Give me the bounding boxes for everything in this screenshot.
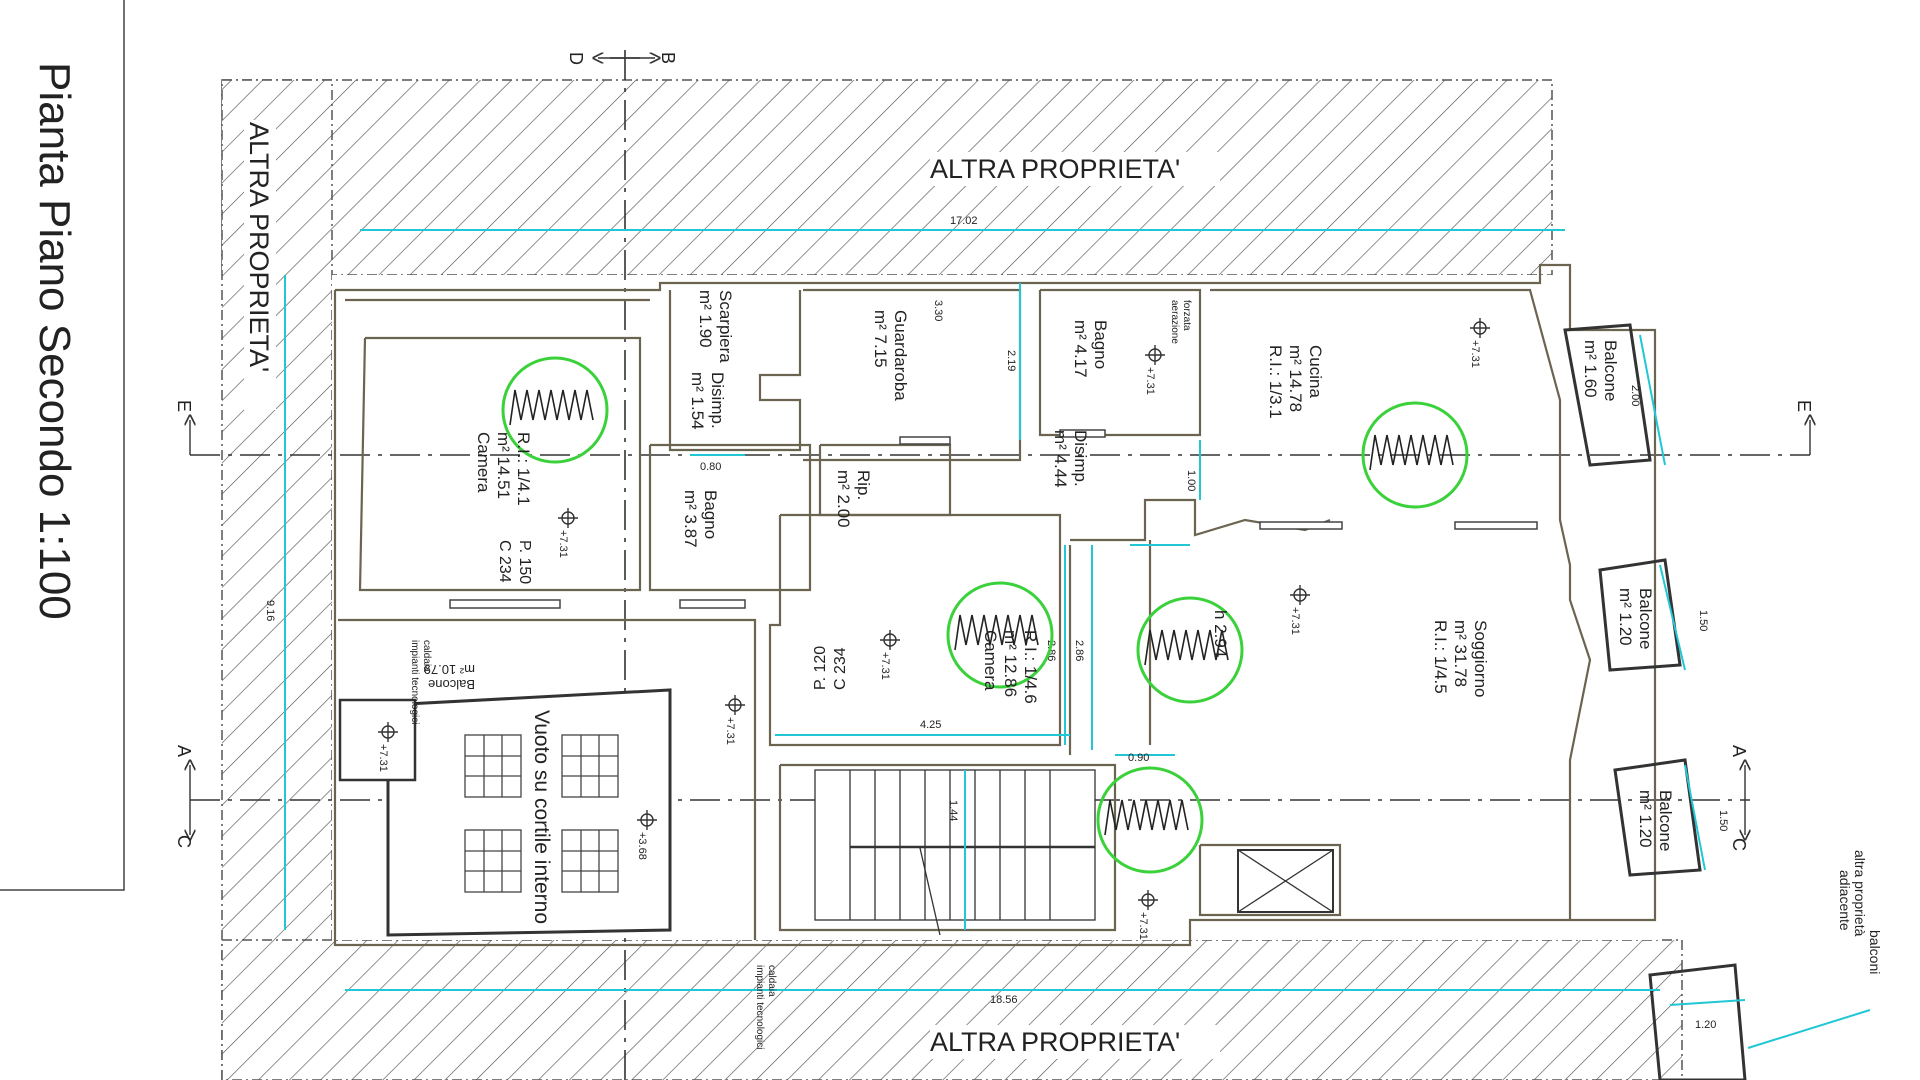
top-neighbor-label: ALTRA PROPRIETA' — [930, 154, 1180, 184]
elevator — [1237, 849, 1334, 913]
room-cucina: Cucinam² 14.78R.I.: 1/3.1 — [1266, 345, 1325, 419]
neighbor-labels: ALTRA PROPRIETA' ALTRA PROPRIETA' ALTRA … — [244, 120, 1883, 1059]
dim-219: 2.19 — [1005, 350, 1017, 371]
appliance-marker-icon — [1096, 766, 1204, 874]
elevation-markers: +7.31 +7.31 +7.31 +7.31 +7.31 +7.31 +7.31 +7.31… — [377, 318, 1490, 940]
elevation-label: +7.31 — [1469, 340, 1481, 368]
section-e-left: E — [174, 400, 194, 412]
room-labels: Cameram² 14.51R.I.: 1/4.1 Scarpieram² 1.… — [424, 290, 1675, 924]
dim-330: 3.30 — [932, 300, 944, 321]
room-disimp-2: Disimp.m² 4.44 — [1051, 430, 1090, 488]
room-camera-2: Cameram² 12.86R.I.: 1/4.6 — [981, 630, 1040, 704]
elevation-marker-icon: +7.31 — [1144, 345, 1165, 395]
room-bagno-2: Bagnom² 3.87 — [681, 490, 720, 548]
plan-title: Pianta Piano Secondo 1:100 — [30, 62, 79, 620]
dim-916: 9.16 — [264, 600, 276, 621]
elevation-marker-icon: +7.31 — [1469, 318, 1490, 368]
dim-080: 0.80 — [700, 461, 721, 473]
left-neighbor-label: ALTRA PROPRIETA' — [244, 122, 274, 372]
dim-1856: 18.56 — [990, 994, 1018, 1006]
dim-150a: 1.50 — [1697, 610, 1709, 631]
balconies — [1563, 323, 1747, 1080]
staircase — [814, 769, 1096, 936]
elevation-label: +7.31 — [1137, 912, 1149, 940]
windows — [449, 429, 1538, 609]
room-vuoto: Vuoto su cortile interno — [530, 710, 553, 924]
section-a-left: A — [174, 745, 194, 757]
note-h-soggiorno: h 2.94 — [1211, 610, 1230, 657]
dim-200: 2.00 — [1629, 385, 1641, 406]
section-e-right: E — [1794, 400, 1814, 412]
elevation-marker-icon: +7.31 — [377, 722, 398, 772]
appliance-marker-icon — [1361, 401, 1469, 509]
dim-425: 4.25 — [920, 719, 941, 731]
room-balcone-3: Balconem² 1.20 — [1636, 790, 1675, 851]
dim-144: 1.44 — [947, 800, 959, 821]
room-camera-1: Cameram² 14.51R.I.: 1/4.1 — [474, 432, 533, 506]
note-impianti-bottom: impianti tecnologicicaldaia — [754, 965, 777, 1050]
note-impianti-top: impianti tecnologicicaldaia — [409, 640, 432, 725]
dim-100: 1.00 — [1185, 470, 1197, 491]
section-d-label: D — [566, 52, 586, 65]
title-block: Pianta Piano Secondo 1:100 — [0, 0, 125, 891]
green-markers — [501, 356, 1469, 874]
dim-120: 1.20 — [1695, 1019, 1716, 1031]
dim-090: 0.90 — [1128, 752, 1149, 764]
room-soggiorno: Soggiornom² 31.78R.I.: 1/4.5 — [1431, 620, 1490, 698]
note-aerazione: aerazioneforzata — [1169, 300, 1192, 344]
balconi-note-3: adiacente — [1837, 870, 1853, 931]
room-balcone-4: Balconem² 10.79 — [424, 662, 475, 692]
room-rip: Rip.m² 2.00 — [834, 470, 873, 528]
dimension-lines — [284, 229, 1746, 1006]
balconi-note-2: altra proprietà — [1852, 850, 1868, 937]
courtyard-void — [338, 688, 672, 937]
section-c-right: C — [1729, 838, 1749, 851]
dim-150b: 1.50 — [1717, 810, 1729, 831]
room-balcone-2: Balconem² 1.20 — [1616, 588, 1655, 649]
section-c-left: C — [174, 835, 194, 848]
notes: aerazioneforzata impianti tecnologicical… — [409, 300, 1230, 1050]
room-disimp-1: Disimp.m² 1.54 — [688, 372, 727, 430]
elevation-label: +7.31 — [724, 717, 736, 745]
elevation-label: +7.31 — [557, 530, 569, 558]
elevation-marker-icon: +7.31 — [1289, 585, 1310, 635]
elevation-marker-icon: +7.31 — [1137, 890, 1158, 940]
appliance-marker-icon — [946, 581, 1054, 689]
room-balcone-1: Balconem² 1.60 — [1581, 340, 1620, 401]
elevation-label: +7.31 — [377, 744, 389, 772]
elevation-marker-icon: +7.31 — [557, 508, 578, 558]
section-b-label: B — [658, 52, 678, 64]
elevation-label: +3.68 — [636, 832, 648, 860]
elevation-marker-icon: +7.31 — [879, 630, 900, 680]
room-bagno-1: Bagnom² 4.17 — [1071, 320, 1110, 378]
balconi-note-1: balconi — [1867, 930, 1883, 974]
elevation-label: +7.31 — [879, 652, 891, 680]
dim-1702: 17.02 — [950, 215, 978, 227]
note-door-p1: P. 150C 234 — [496, 540, 533, 584]
top-neighbor-hatch — [221, 79, 1553, 276]
bottom-neighbor-label: ALTRA PROPRIETA' — [930, 1027, 1180, 1057]
dimension-texts: 17.02 18.56 9.16 3.30 2.19 2.00 1.50 1.5… — [264, 215, 1729, 1031]
appliance-marker-icon — [1136, 596, 1244, 704]
section-a-right: A — [1729, 745, 1749, 757]
elevation-label: +7.31 — [1144, 367, 1156, 395]
dim-286b: 2.86 — [1073, 640, 1085, 661]
elevation-marker-icon: +3.68 — [636, 810, 657, 860]
elevation-marker-icon: +7.31 — [724, 695, 745, 745]
elevation-label: +7.31 — [1289, 607, 1301, 635]
room-guardaroba: Guardarobam² 7.15 — [871, 310, 910, 401]
room-scarpiera: Scarpieram² 1.90 — [696, 290, 735, 363]
left-neighbor-hatch — [221, 79, 333, 1080]
appliance-marker-icon — [501, 356, 609, 464]
